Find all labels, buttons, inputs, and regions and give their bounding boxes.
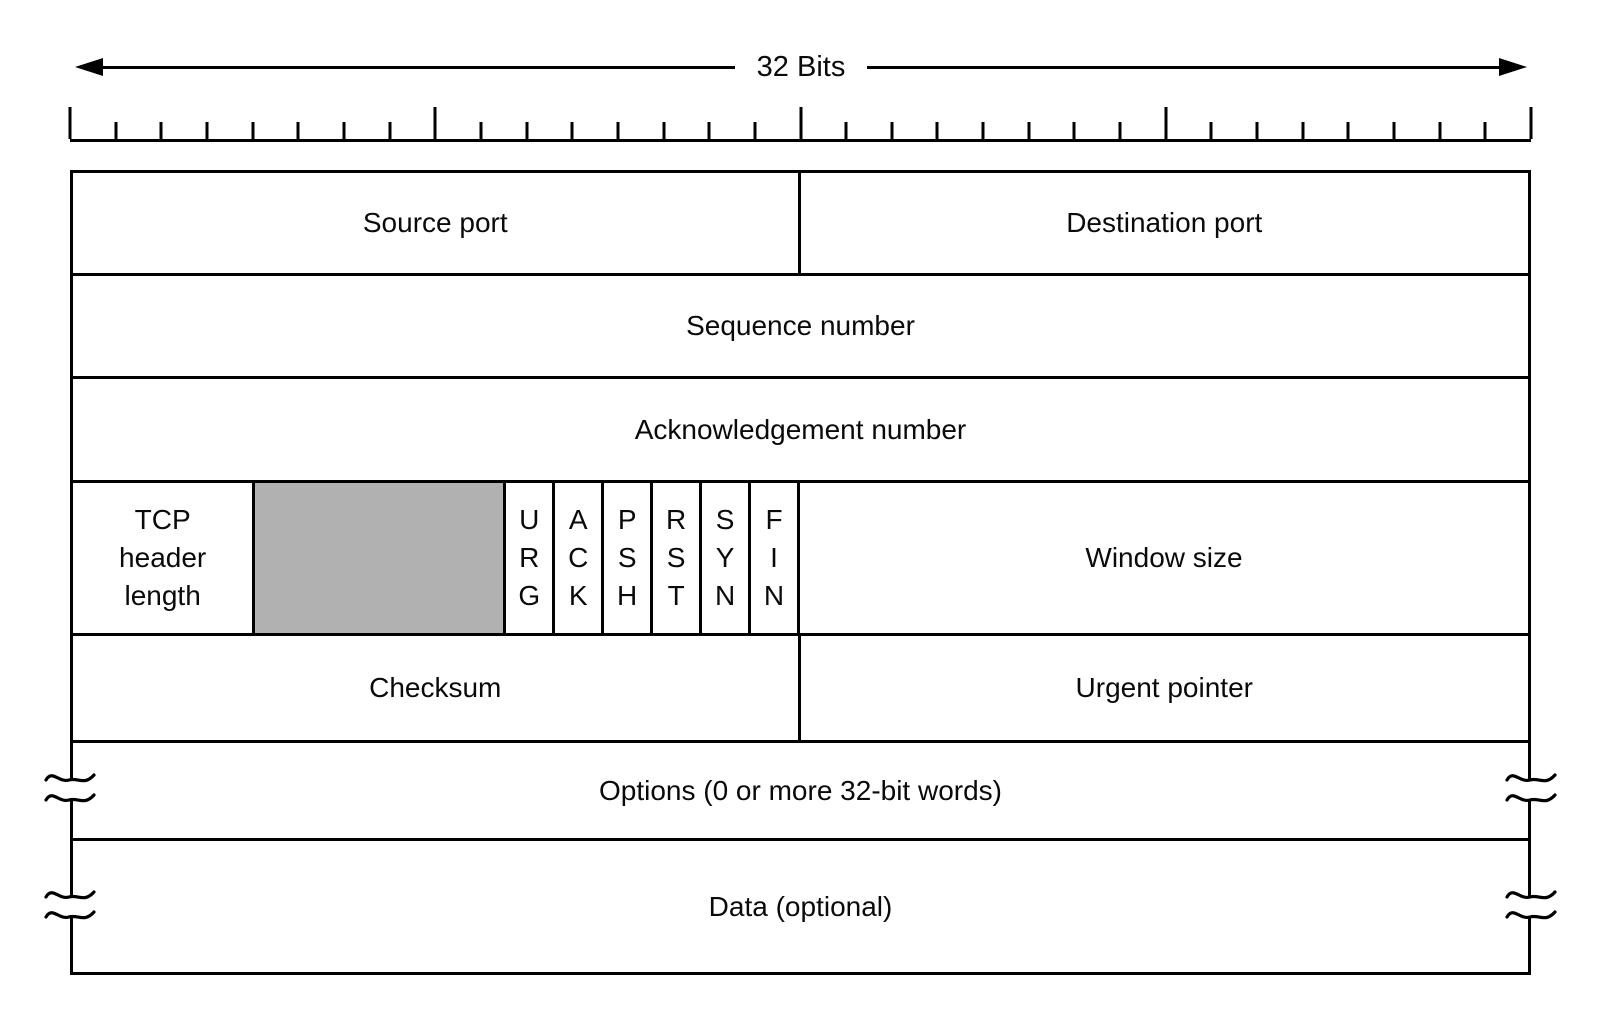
row-checksum: Checksum Urgent pointer	[73, 636, 1528, 743]
row-acknowledgement-number: Acknowledgement number	[73, 379, 1528, 483]
field-flag-rst: R S T	[653, 483, 703, 633]
field-tcp-header-length: TCP header length	[73, 483, 256, 633]
field-label: Options (0 or more 32-bit words)	[598, 774, 1003, 806]
ruler-tick	[570, 122, 574, 139]
arrow-right-icon	[1499, 58, 1528, 76]
arrow-left-icon	[75, 58, 103, 76]
field-destination-port: Destination port	[801, 173, 1529, 273]
break-mark-icon	[44, 773, 96, 803]
field-source-port: Source port	[73, 173, 801, 273]
field-label: TCP header length	[119, 504, 207, 611]
ruler-tick	[707, 122, 711, 139]
ruler-tick	[1072, 122, 1076, 139]
ruler-tick	[753, 122, 757, 139]
row-sequence-number: Sequence number	[73, 276, 1528, 379]
break-mark-icon	[1505, 773, 1557, 803]
field-options: Options (0 or more 32-bit words)	[73, 743, 1528, 838]
field-flag-syn: S Y N	[702, 483, 752, 633]
field-acknowledgement-number: Acknowledgement number	[73, 379, 1528, 480]
row-options: Options (0 or more 32-bit words)	[73, 743, 1528, 841]
ruler-tick	[1255, 122, 1259, 139]
field-flag-urg: U R G	[506, 483, 556, 633]
ruler-tick	[251, 122, 255, 139]
flag-label: R S T	[666, 504, 687, 611]
ruler-tick	[799, 107, 802, 139]
break-mark-icon	[44, 890, 96, 920]
ruler-tick	[616, 122, 620, 139]
row-ports: Source port Destination port	[73, 173, 1528, 276]
ruler-tick	[479, 122, 483, 139]
ruler-tick	[1118, 122, 1122, 139]
row-flags: TCP header length U R G A C K P S H R S …	[73, 483, 1528, 636]
arrow-line-right	[867, 65, 1500, 69]
field-reserved	[255, 483, 507, 633]
ruler-tick	[844, 122, 848, 139]
field-label: Acknowledgement number	[634, 413, 967, 445]
ruler-tick	[388, 122, 392, 139]
ruler-tick	[68, 107, 72, 139]
ruler-tick	[114, 122, 118, 139]
field-label: Sequence number	[686, 310, 915, 341]
flag-label: A C K	[568, 504, 589, 611]
ruler-tick	[1209, 122, 1213, 139]
ruler-tick	[890, 122, 894, 139]
field-flag-ack: A C K	[555, 483, 605, 633]
field-label: Urgent pointer	[1075, 672, 1253, 703]
ruler-tick	[433, 107, 437, 139]
ruler-tick	[525, 122, 529, 139]
ruler-tick	[1529, 107, 1533, 139]
ruler-tick	[1483, 122, 1487, 139]
ruler-tick	[1164, 107, 1168, 139]
field-label: Destination port	[1066, 207, 1263, 238]
ruler-tick	[981, 122, 985, 139]
ruler-tick	[1392, 122, 1396, 139]
field-window-size: Window size	[800, 483, 1528, 633]
field-flag-fin: F I N	[751, 483, 800, 633]
ruler-tick	[296, 122, 300, 139]
field-flag-psh: P S H	[604, 483, 654, 633]
bit-ruler	[68, 107, 1533, 142]
field-label: Source port	[362, 207, 508, 238]
field-urgent-pointer: Urgent pointer	[801, 636, 1529, 740]
ruler-tick	[935, 122, 939, 139]
field-sequence-number: Sequence number	[73, 276, 1528, 376]
flag-label: U R G	[518, 504, 541, 611]
field-label: Window size	[1085, 542, 1243, 573]
field-label: Checksum	[369, 672, 502, 703]
ruler-tick	[205, 122, 209, 139]
flag-label: P S H	[617, 504, 638, 611]
ruler-tick	[662, 122, 666, 139]
arrow-line-left	[103, 65, 735, 69]
ruler-tick	[342, 122, 346, 139]
field-checksum: Checksum	[73, 636, 801, 740]
tcp-field-table: Source port Destination port Sequence nu…	[70, 170, 1531, 975]
ruler-tick	[1027, 122, 1031, 139]
width-arrow: 32 Bits	[75, 51, 1528, 83]
ruler-tick	[159, 122, 163, 139]
ruler-tick	[1438, 122, 1442, 139]
ruler-tick	[1346, 122, 1350, 139]
ruler-tick	[1301, 122, 1305, 139]
break-mark-icon	[1505, 890, 1557, 920]
field-label: Data (optional)	[708, 890, 893, 922]
flag-label: F I N	[763, 504, 785, 611]
row-data: Data (optional)	[73, 841, 1528, 972]
field-data: Data (optional)	[73, 841, 1528, 972]
bits-label: 32 Bits	[756, 51, 846, 83]
flag-label: S Y N	[714, 504, 736, 611]
